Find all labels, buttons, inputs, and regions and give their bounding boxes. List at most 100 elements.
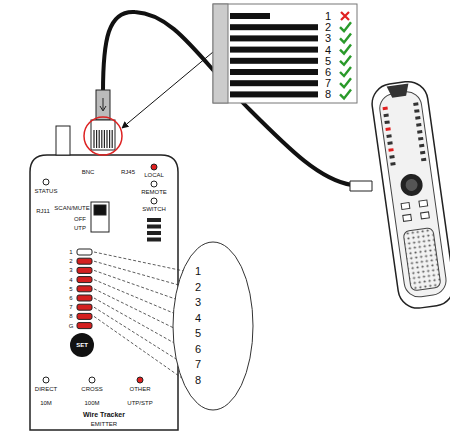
leader-line bbox=[94, 270, 184, 302]
led-number: 1 bbox=[69, 249, 72, 255]
led bbox=[137, 377, 143, 383]
led bbox=[151, 181, 157, 187]
pass-mark bbox=[340, 67, 351, 76]
plug-pin bbox=[106, 130, 107, 148]
panel-label: STATUS bbox=[35, 188, 58, 194]
device-name: Wire Tracker bbox=[83, 411, 125, 418]
set-button bbox=[70, 333, 94, 357]
panel-label: REMOTE bbox=[141, 189, 167, 195]
wire-number: 4 bbox=[325, 44, 331, 55]
panel-label: 10M bbox=[40, 400, 52, 406]
wire-bar bbox=[230, 80, 318, 86]
panel-label: SCAN/MUTE bbox=[54, 205, 89, 211]
wire-number: 1 bbox=[195, 266, 201, 277]
plug-pin bbox=[93, 130, 94, 148]
wire-bar bbox=[230, 91, 318, 97]
wire-number: 7 bbox=[195, 359, 201, 370]
wire-number: 2 bbox=[325, 22, 331, 33]
led-number: 4 bbox=[69, 277, 72, 283]
leader-line bbox=[94, 261, 184, 286]
led bbox=[43, 179, 49, 185]
leader-line bbox=[94, 316, 184, 379]
wire-bar bbox=[230, 47, 318, 53]
wire-callout-strip bbox=[213, 4, 228, 103]
plug-arrow bbox=[100, 98, 106, 111]
pass-mark bbox=[340, 22, 351, 31]
panel-label: UTP bbox=[74, 225, 86, 231]
wire-number: 6 bbox=[325, 67, 331, 78]
wire-led bbox=[77, 277, 92, 283]
leader-line bbox=[94, 307, 184, 364]
led bbox=[151, 198, 157, 204]
wire-bar bbox=[230, 13, 270, 19]
wire-number: 5 bbox=[195, 328, 201, 339]
wire-number: 8 bbox=[325, 89, 331, 100]
wire-callout-box: 12345678 bbox=[213, 4, 357, 103]
panel-label: OFF bbox=[74, 216, 86, 222]
panel-label: SET bbox=[76, 342, 88, 348]
wire-number: 5 bbox=[325, 55, 331, 66]
wire-number: 6 bbox=[195, 343, 201, 354]
plug-pin bbox=[104, 130, 105, 148]
panel-label: LOCAL bbox=[144, 172, 164, 178]
led-number: 8 bbox=[69, 313, 72, 319]
rj11-jack bbox=[56, 126, 70, 155]
fail-mark bbox=[341, 12, 349, 20]
signal-bar bbox=[147, 231, 161, 235]
wire-led bbox=[77, 286, 92, 292]
led-number: G bbox=[69, 323, 74, 329]
wire-bar bbox=[230, 35, 318, 41]
plug-boot bbox=[96, 90, 110, 120]
led bbox=[43, 377, 49, 383]
plug-pin bbox=[96, 130, 97, 148]
led-callout-ellipse: 12345678 bbox=[173, 242, 253, 410]
wire-led bbox=[77, 295, 92, 301]
led-number: 2 bbox=[69, 258, 72, 264]
wire-bar bbox=[230, 58, 318, 64]
signal-bar bbox=[147, 225, 161, 229]
led-number: 5 bbox=[69, 286, 72, 292]
led bbox=[89, 377, 95, 383]
panel-label: OTHER bbox=[130, 386, 151, 392]
plug-pin bbox=[101, 130, 102, 148]
panel-label: SWITCH bbox=[142, 206, 166, 212]
wire-number: 7 bbox=[325, 78, 331, 89]
signal-bar bbox=[147, 238, 161, 242]
panel-label: CROSS bbox=[81, 386, 102, 392]
panel-label: RJ45 bbox=[121, 169, 135, 175]
led bbox=[151, 164, 157, 170]
led-number: 7 bbox=[69, 304, 72, 310]
wire-led bbox=[77, 323, 92, 329]
led-number: 3 bbox=[69, 267, 72, 273]
receiver bbox=[370, 79, 450, 311]
panel-label: RJ11 bbox=[36, 208, 50, 214]
switch-slider bbox=[94, 205, 106, 215]
wire-bar bbox=[230, 24, 318, 30]
wire-number: 4 bbox=[195, 312, 201, 323]
emitter-housing: BNC RJ45LOCAL STATUS REMOTE RJ11 SCAN/MUTE OFF… bbox=[30, 155, 178, 430]
wire-number: 2 bbox=[195, 281, 201, 292]
panel-label: BNC bbox=[82, 169, 95, 175]
wire-led bbox=[77, 304, 92, 310]
pass-mark bbox=[340, 33, 351, 42]
led-callout-ellipse bbox=[173, 242, 253, 410]
plug-head bbox=[91, 120, 115, 150]
pass-mark bbox=[340, 56, 351, 65]
leader-line bbox=[94, 289, 184, 333]
panel-label: 100M bbox=[84, 400, 99, 406]
pass-mark bbox=[340, 78, 351, 87]
signal-bar bbox=[147, 218, 161, 222]
plug-pin bbox=[109, 130, 110, 148]
leader-line bbox=[94, 298, 184, 349]
wire-led bbox=[77, 249, 92, 255]
receiver-plug bbox=[350, 181, 372, 191]
leader-line bbox=[94, 252, 184, 271]
wire-led bbox=[77, 258, 92, 264]
wire-number: 3 bbox=[325, 33, 331, 44]
mode-switch bbox=[91, 202, 109, 232]
wire-led bbox=[77, 267, 92, 273]
wire-number: 8 bbox=[195, 374, 201, 385]
plug-pin bbox=[99, 130, 100, 148]
leader-line bbox=[94, 280, 184, 318]
